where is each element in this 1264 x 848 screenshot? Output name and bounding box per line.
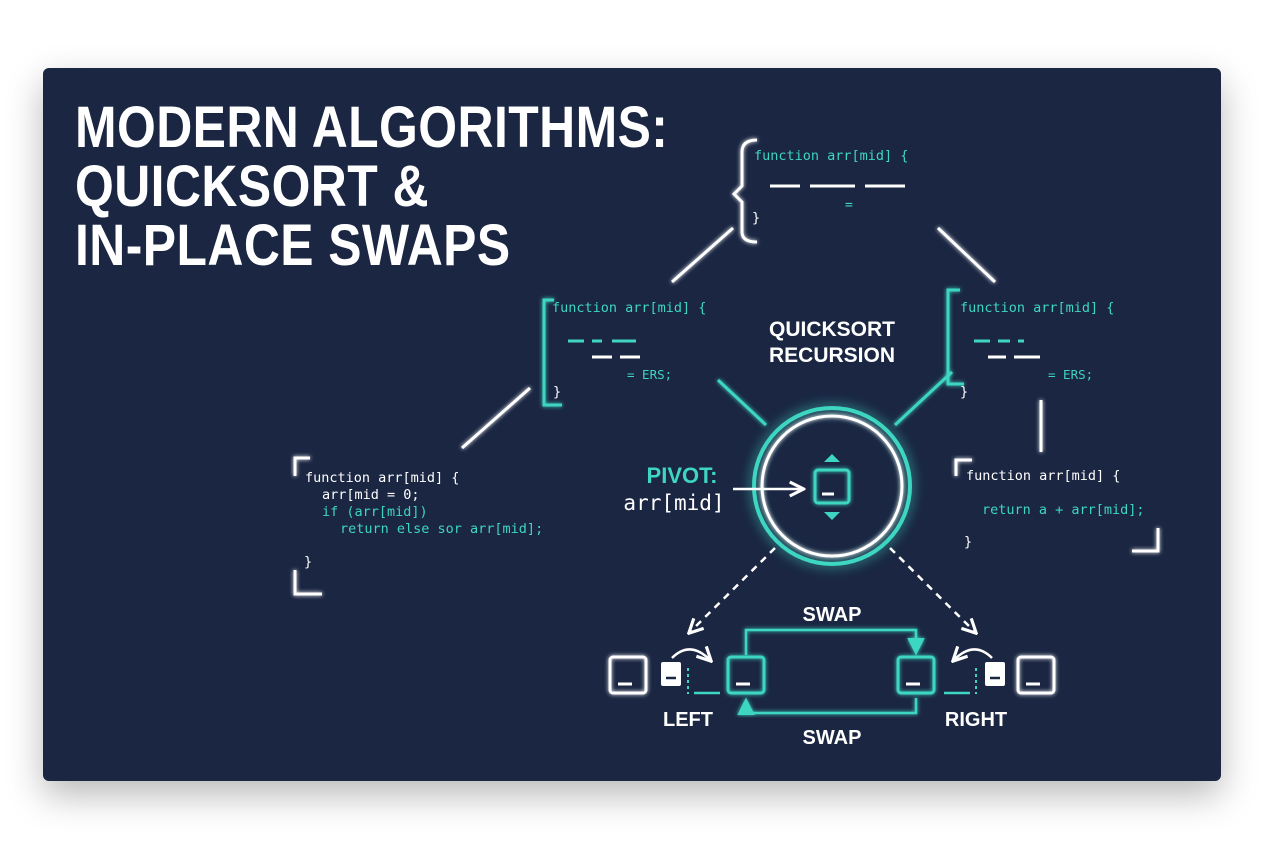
code-block-top: function arr[mid] { = } (731, 138, 940, 244)
pivot-label: PIVOT: (647, 463, 718, 488)
down-arrow-icon (824, 512, 840, 520)
code-line: } (553, 384, 561, 400)
curved-arrow-icon (671, 649, 710, 660)
code-line: return a + arr[mid]; (982, 502, 1145, 518)
right-partition (896, 649, 1056, 695)
code-line: function arr[mid] { (966, 468, 1120, 484)
right-pointer-label: RIGHT (945, 709, 1007, 731)
array-element-icon (608, 655, 648, 695)
slide-panel: MODERN ALGORITHMS: QUICKSORT & IN-PLACE … (43, 68, 1221, 781)
code-line: return else sor arr[mid]; (340, 521, 543, 537)
title-line-3: IN-PLACE SWAPS (75, 213, 511, 278)
page-title: MODERN ALGORITHMS: QUICKSORT & IN-PLACE … (75, 98, 668, 275)
array-element-icon (985, 662, 1005, 686)
array-element-icon (726, 655, 766, 695)
code-line: = ERS; (1048, 367, 1093, 382)
left-pointer-label: LEFT (663, 709, 713, 731)
code-token: = (845, 198, 853, 213)
pivot-element-icon (813, 468, 851, 505)
code-line: } (960, 384, 968, 400)
connector-line (671, 226, 734, 284)
code-line: arr[mid = 0; (322, 487, 420, 503)
code-block-right: function arr[mid] { = ERS; } (946, 288, 1140, 400)
connector-line (893, 370, 954, 427)
array-element-icon (661, 662, 681, 686)
code-line: } (752, 210, 760, 226)
split-arrow-left (690, 547, 776, 632)
swap-arrow-top (744, 628, 925, 656)
code-line: } (304, 554, 312, 570)
swap-label-top: SWAP (803, 604, 862, 626)
array-element-icon (896, 655, 936, 695)
code-line: } (964, 534, 972, 550)
connector-line (716, 378, 768, 427)
recursion-links (716, 370, 954, 427)
recursion-label-line-2: RECURSION (769, 344, 895, 367)
code-line: = ERS; (627, 367, 672, 382)
connector-lines (461, 226, 1043, 452)
swap-arrow-bottom (737, 697, 918, 715)
code-block-center: function arr[mid] { = ERS; } (542, 298, 747, 407)
up-arrow-icon (824, 454, 840, 462)
curved-arrow-icon (954, 649, 993, 660)
code-line: function arr[mid] { (754, 148, 908, 164)
swap-label-bottom: SWAP (803, 727, 862, 749)
pivot-expression: arr[mid] (623, 491, 724, 515)
left-partition (608, 649, 766, 695)
title-line-1: MODERN ALGORITHMS: (75, 95, 669, 160)
recursion-label-line-1: QUICKSORT (769, 318, 895, 341)
connector-line (936, 226, 997, 284)
title-line-2: QUICKSORT & (75, 154, 429, 219)
code-line: if (arr[mid]) (322, 504, 428, 520)
connector-line (461, 386, 531, 450)
pivot-circle (752, 406, 912, 566)
array-element-icon (1016, 655, 1056, 695)
code-line: function arr[mid] { (960, 300, 1114, 316)
quicksort-diagram: function arr[mid] { = } function arr[mid… (293, 138, 1160, 749)
split-arrow-right (889, 547, 975, 632)
code-block-lower-right: function arr[mid] { return a + arr[mid];… (954, 458, 1160, 553)
code-line: function arr[mid] { (552, 300, 706, 316)
code-line: function arr[mid] { (305, 470, 459, 486)
code-block-left: function arr[mid] { arr[mid = 0; if (arr… (293, 456, 546, 596)
